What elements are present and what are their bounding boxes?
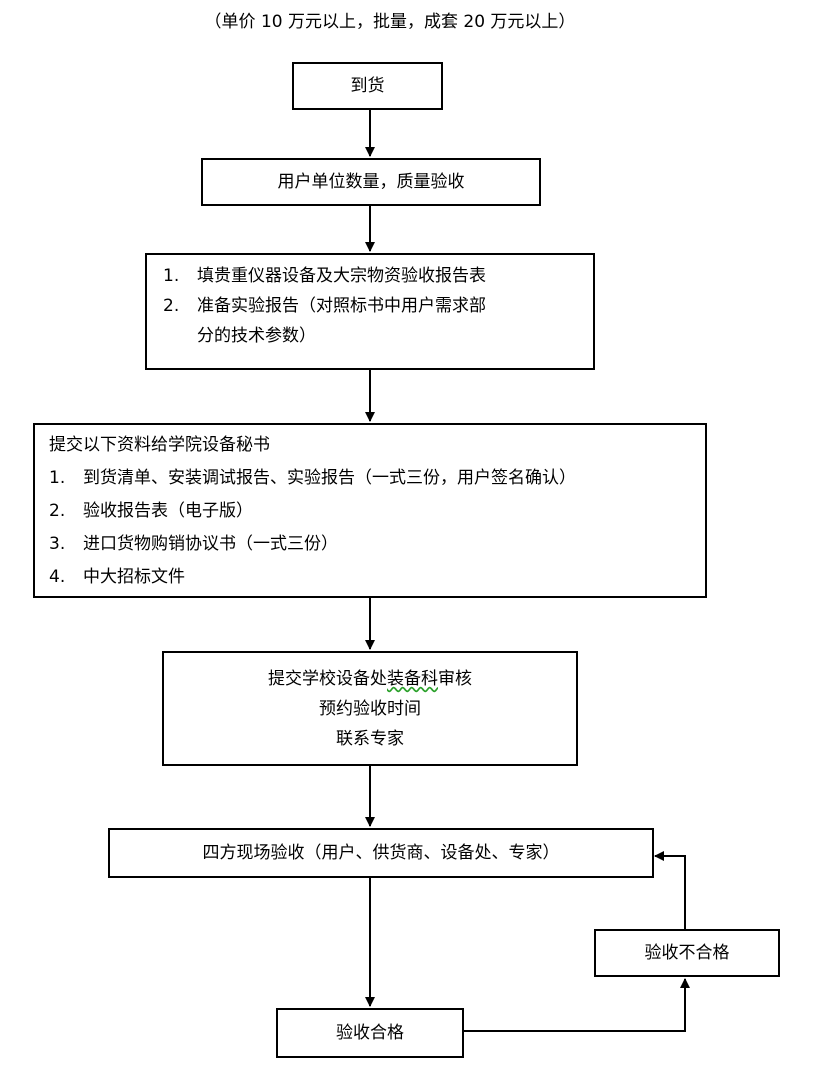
- arrow-fail-to-onsite: [654, 851, 686, 929]
- step-user-check-label: 用户单位数量，质量验收: [277, 172, 465, 192]
- forms-item-1: 1. 填贵重仪器设备及大宗物资验收报告表: [163, 261, 593, 291]
- submit-item-2-text: 验收报告表（电子版）: [83, 501, 253, 521]
- step-pass-box: 验收合格: [276, 1008, 464, 1058]
- step-onsite-box: 四方现场验收（用户、供货商、设备处、专家）: [108, 828, 654, 878]
- step-submit-box: 提交以下资料给学院设备秘书 1. 到货清单、安装调试报告、实验报告（一式三份，用户…: [33, 423, 707, 598]
- review-line-1-part-c: 审核: [438, 668, 472, 689]
- header-note: （单价 10 万元以上，批量，成套 20 万元以上）: [204, 12, 576, 32]
- arrow-pass-to-fail: [464, 978, 690, 1032]
- submit-item-1-text: 到货清单、安装调试报告、实验报告（一式三份，用户签名确认）: [83, 468, 576, 488]
- step-pass-label: 验收合格: [336, 1023, 404, 1043]
- step-arrival-label: 到货: [350, 76, 385, 96]
- submit-item-1: 1. 到货清单、安装调试报告、实验报告（一式三份，用户签名确认）: [49, 462, 705, 495]
- forms-item-1-text: 填贵重仪器设备及大宗物资验收报告表: [197, 266, 486, 286]
- review-line-3: 联系专家: [336, 728, 404, 749]
- review-line-1: 提交学校设备处装备科审核: [268, 664, 472, 694]
- submit-item-3: 3. 进口货物购销协议书（一式三份）: [49, 528, 705, 561]
- review-line-1-part-b: 装备科: [387, 668, 438, 689]
- step-review-box: 提交学校设备处装备科审核 预约验收时间 联系专家: [162, 651, 578, 766]
- step-forms-box: 1.填贵重仪器设备及大宗物资验收报告表 2.准备实验报告（对照标书中用户需求部 …: [145, 253, 595, 370]
- submit-item-4-number: 4.: [49, 567, 66, 587]
- submit-item-3-text: 进口货物购销协议书（一式三份）: [83, 534, 338, 554]
- forms-item-2-text: 准备实验报告（对照标书中用户需求部: [197, 296, 486, 316]
- step-user-check-box: 用户单位数量，质量验收: [201, 158, 541, 206]
- step-arrival-box: 到货: [292, 62, 443, 110]
- step-fail-box: 验收不合格: [594, 929, 780, 977]
- forms-item-1-number: 1.: [163, 266, 180, 286]
- forms-item-2: 2. 准备实验报告（对照标书中用户需求部: [163, 291, 593, 321]
- step-fail-label: 验收不合格: [644, 943, 730, 963]
- submit-item-2-number: 2.: [49, 501, 66, 521]
- step-onsite-label: 四方现场验收（用户、供货商、设备处、专家）: [202, 843, 560, 863]
- review-line-2: 预约验收时间: [319, 698, 421, 719]
- forms-item-2-text-continued: 分的技术参数）: [197, 326, 316, 346]
- submit-item-3-number: 3.: [49, 534, 66, 554]
- submit-item-1-number: 1.: [49, 468, 66, 488]
- forms-item-2-number: 2.: [163, 296, 180, 316]
- submit-item-4-text: 中大招标文件: [83, 567, 185, 587]
- forms-item-2-continued: 分的技术参数）: [163, 321, 593, 351]
- submit-item-4: 4. 中大招标文件: [49, 561, 705, 594]
- submit-item-2: 2. 验收报告表（电子版）: [49, 495, 705, 528]
- review-line-1-part-a: 提交学校设备处: [268, 668, 387, 689]
- submit-title: 提交以下资料给学院设备秘书: [49, 435, 270, 455]
